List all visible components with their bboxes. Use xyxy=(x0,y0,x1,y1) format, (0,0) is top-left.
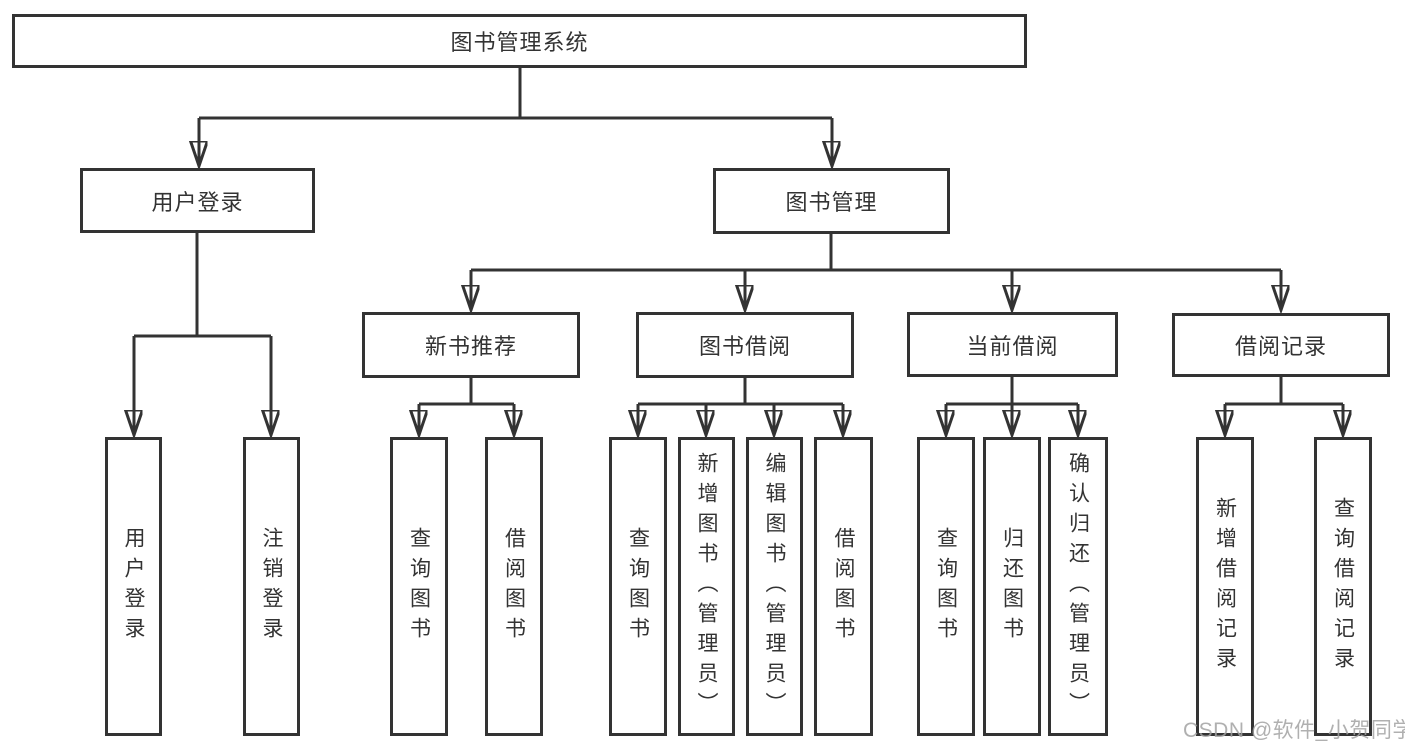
node-return-books: 归还图书 xyxy=(983,437,1041,736)
node-label: 查询借阅记录 xyxy=(1331,496,1355,677)
node-label: 当前借阅 xyxy=(966,333,1059,359)
node-label: 查询图书 xyxy=(626,526,650,647)
node-label: 图书管理系统 xyxy=(450,30,589,55)
node-query-borrow-record: 查询借阅记录 xyxy=(1314,437,1372,736)
node-label: 查询图书 xyxy=(934,526,958,647)
node-label: 图书管理 xyxy=(785,190,878,215)
csdn-watermark: CSDN @软件_小贺同学 xyxy=(1183,719,1405,742)
node-new-book-recommendation: 新书推荐 xyxy=(362,312,580,378)
node-book-management: 图书管理 xyxy=(713,168,950,234)
node-label: 新书推荐 xyxy=(424,334,517,359)
node-user-login-action: 用户登录 xyxy=(105,437,162,736)
node-borrow-books-borrowing: 借阅图书 xyxy=(814,437,873,736)
node-library-management-system: 图书管理系统 xyxy=(12,14,1027,68)
node-label: 编辑图书（管理员） xyxy=(763,451,786,722)
node-borrowing-records: 借阅记录 xyxy=(1172,313,1390,377)
node-label: 用户登录 xyxy=(122,526,145,647)
node-query-books-borrowing: 查询图书 xyxy=(609,437,667,736)
node-label: 新增借阅记录 xyxy=(1213,496,1237,677)
node-confirm-return-admin: 确认归还（管理员） xyxy=(1048,437,1108,736)
node-current-borrowing: 当前借阅 xyxy=(907,312,1118,377)
node-query-books-current: 查询图书 xyxy=(917,437,975,736)
node-label: 借阅图书 xyxy=(832,526,855,647)
node-label: 新增图书（管理员） xyxy=(695,451,718,722)
node-book-borrowing: 图书借阅 xyxy=(636,312,854,378)
node-label: 借阅记录 xyxy=(1234,334,1327,359)
node-borrow-books-recommendation: 借阅图书 xyxy=(485,437,543,736)
node-user-login: 用户登录 xyxy=(80,168,315,233)
node-label: 注销登录 xyxy=(260,526,283,647)
node-edit-books-admin: 编辑图书（管理员） xyxy=(746,437,803,736)
node-add-books-admin: 新增图书（管理员） xyxy=(678,437,735,736)
node-label: 图书借阅 xyxy=(698,334,791,359)
node-label: 归还图书 xyxy=(1000,526,1024,647)
node-query-books-recommendation: 查询图书 xyxy=(390,437,448,736)
node-label: 用户登录 xyxy=(151,189,244,215)
node-add-borrow-record: 新增借阅记录 xyxy=(1196,437,1254,736)
node-label: 查询图书 xyxy=(407,526,431,647)
node-label: 借阅图书 xyxy=(502,526,526,647)
node-logout-action: 注销登录 xyxy=(243,437,300,736)
node-label: 确认归还（管理员） xyxy=(1066,451,1090,722)
